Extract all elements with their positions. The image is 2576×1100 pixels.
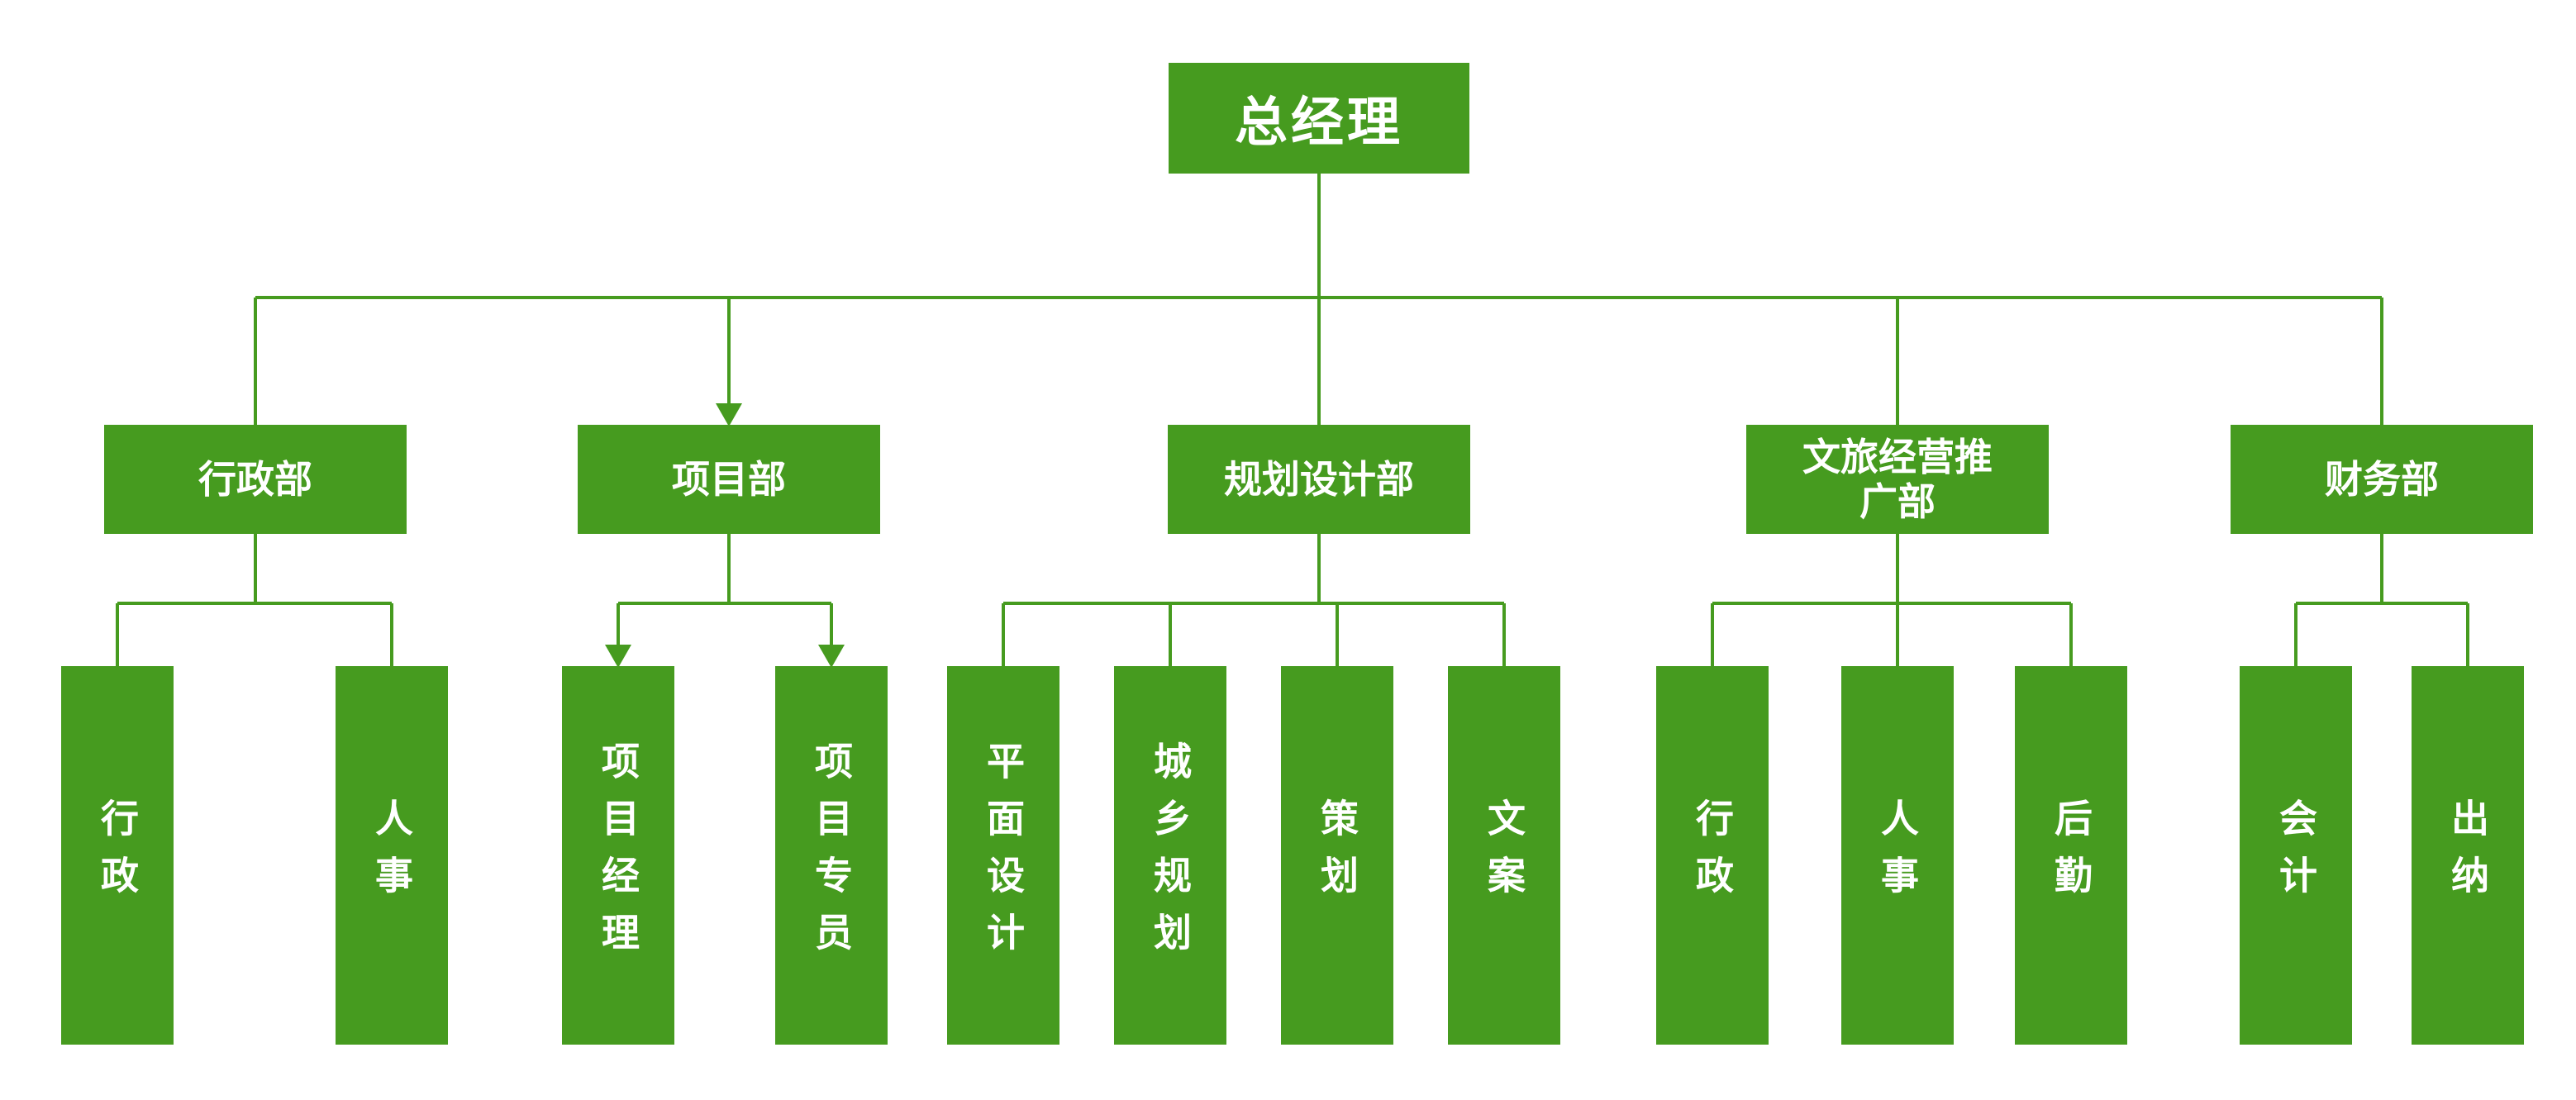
node-logistics: 后勤 — [2015, 666, 2127, 1045]
node-copywriting: 文案 — [1448, 666, 1560, 1045]
node-label: 出纳 — [2445, 798, 2490, 912]
node-label: 文旅经营推广部 — [1802, 434, 1993, 524]
node-admin-2: 行政 — [1656, 666, 1769, 1045]
node-label: 项目专员 — [809, 741, 854, 969]
node-urban-rural-planning: 城乡规划 — [1114, 666, 1226, 1045]
node-label: 会计 — [2274, 798, 2318, 912]
node-planning: 策划 — [1281, 666, 1393, 1045]
node-label: 项目经理 — [596, 741, 640, 969]
node-label: 人事 — [1875, 798, 1920, 912]
node-graphic-design: 平面设计 — [947, 666, 1059, 1045]
node-planning-design-dept: 规划设计部 — [1168, 425, 1470, 534]
node-admin-dept: 行政部 — [104, 425, 407, 534]
node-project-specialist: 项目专员 — [775, 666, 888, 1045]
node-finance-dept: 财务部 — [2231, 425, 2533, 534]
node-label: 文案 — [1482, 798, 1526, 912]
node-project-dept: 项目部 — [578, 425, 880, 534]
node-label: 总经理 — [1235, 93, 1403, 154]
node-hr: 人事 — [336, 666, 448, 1045]
node-label: 平面设计 — [981, 741, 1026, 969]
node-label: 行政部 — [198, 456, 312, 502]
node-label: 财务部 — [2325, 456, 2439, 502]
node-culture-tourism-dept: 文旅经营推广部 — [1746, 425, 2049, 534]
node-label: 人事 — [369, 798, 414, 912]
node-accounting: 会计 — [2240, 666, 2352, 1045]
node-general-manager: 总经理 — [1169, 63, 1469, 174]
node-hr-2: 人事 — [1841, 666, 1954, 1045]
node-cashier: 出纳 — [2412, 666, 2524, 1045]
node-label: 行政 — [1690, 798, 1735, 912]
node-label: 城乡规划 — [1148, 741, 1193, 969]
node-admin: 行政 — [61, 666, 174, 1045]
node-project-manager: 项目经理 — [562, 666, 674, 1045]
arrow-down-icon — [818, 645, 845, 668]
arrow-down-icon — [605, 645, 631, 668]
node-label: 行政 — [95, 798, 140, 912]
node-label: 规划设计部 — [1224, 456, 1414, 502]
node-label: 后勤 — [2049, 798, 2093, 912]
node-label: 策划 — [1315, 798, 1359, 912]
node-label: 项目部 — [672, 456, 786, 502]
arrow-down-icon — [716, 403, 742, 426]
